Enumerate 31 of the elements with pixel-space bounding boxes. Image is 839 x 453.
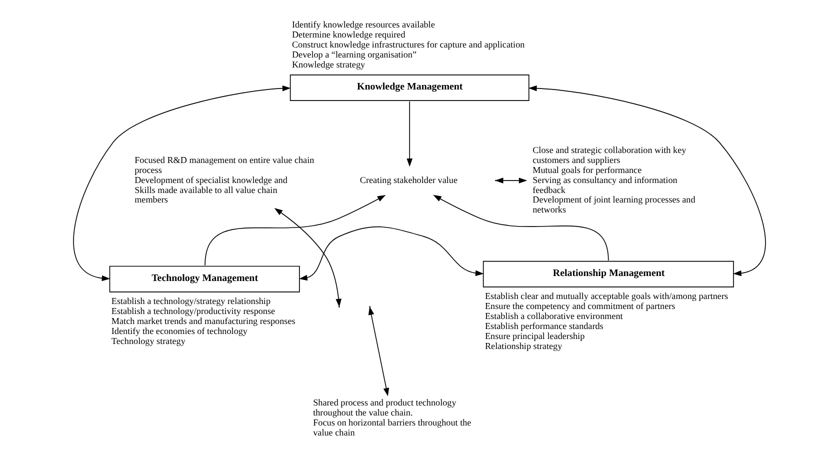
arrow	[299, 226, 484, 281]
node-label: Technology strategy	[111, 336, 186, 346]
node-label: Construct knowledge infrastructures for capture and application	[292, 39, 525, 50]
node-label: Establish a technology/productivity response	[111, 306, 276, 316]
node-label: Match market trends and manufacturing responses	[111, 316, 296, 326]
node-label: Establish clear and mutually acceptable goals with/among partners	[484, 291, 728, 302]
arrow	[204, 194, 386, 266]
node-text: Focused R&D management on entire value chain process Development of specialist knowledge and Skills made available to all value chain members	[134, 154, 314, 205]
node-label: Determine knowledge required	[292, 29, 406, 40]
node-label: Ensure the competency and commitment of partners	[484, 301, 676, 312]
arrow	[73, 85, 291, 282]
arrow	[433, 194, 609, 261]
node-text: Shared process and product technology throughout the value chain. Focus on horizontal barriers throughout the value chain	[313, 398, 472, 438]
node-text: Creating stakeholder value	[360, 174, 458, 185]
node-label: Establish a collaborative environment	[484, 311, 623, 322]
arrow	[528, 85, 766, 276]
node-box: Relationship Management	[482, 260, 734, 288]
node-label: Identify knowledge resources available	[292, 20, 435, 30]
node-label: Relationship strategy	[484, 340, 562, 351]
node-label: Ensure principal leadership	[484, 330, 585, 341]
node-label: Establish a technology/strategy relationship	[111, 296, 271, 306]
node-box: Technology Management	[109, 266, 300, 292]
node-label: Develop a “learning organisation”	[292, 49, 417, 60]
node-label: Identify the economies of technology	[111, 326, 248, 336]
node-label: Establish performance standards	[484, 321, 604, 332]
arrow	[368, 306, 390, 396]
node-label: Knowledge strategy	[292, 59, 366, 70]
arrow	[406, 101, 412, 167]
arrow	[274, 208, 342, 308]
node-text: Close and strategic collaboration with key customers and suppliers Mutual goals for performance Serving as consultancy and information feedback Development of joint learning processes and networks	[532, 145, 696, 215]
node-box: Knowledge Management	[290, 74, 530, 101]
